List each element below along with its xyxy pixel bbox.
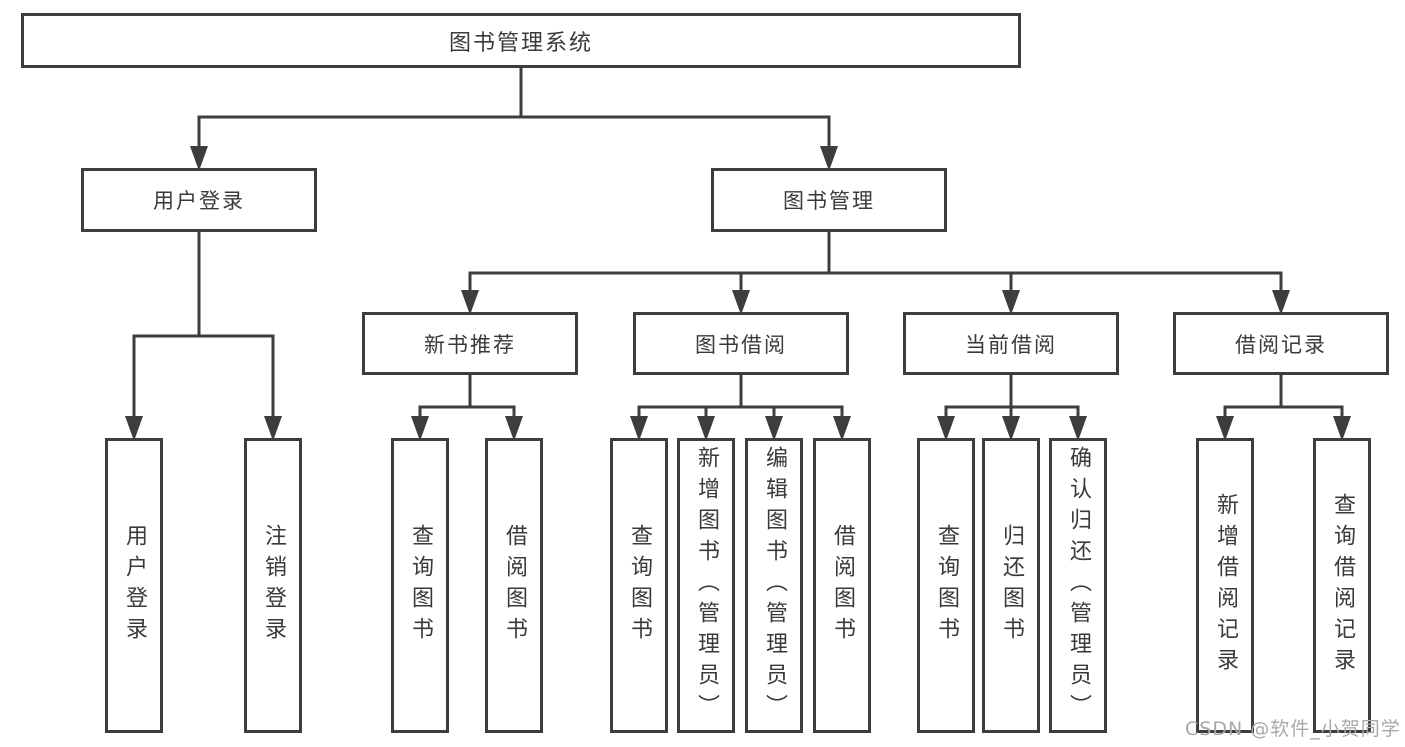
leaf-edit-books-admin: 编辑图书（管理员） (745, 438, 803, 733)
leaf-borrow-books-recommend: 借阅图书 (485, 438, 543, 733)
node-new-book-recommend: 新书推荐 (362, 312, 578, 375)
leaf-query-books-borrow: 查询图书 (610, 438, 668, 733)
node-user-login: 用户登录 (81, 168, 317, 232)
leaf-add-borrow-record: 新增借阅记录 (1196, 438, 1254, 733)
leaf-borrow-books-label: 借阅图书 (830, 523, 855, 648)
leaf-logout-label: 注销登录 (261, 523, 286, 648)
leaf-query-books-recommend: 查询图书 (391, 438, 449, 733)
node-root: 图书管理系统 (21, 13, 1021, 68)
node-current-borrow: 当前借阅 (903, 312, 1119, 375)
leaf-confirm-return-admin-label: 确认归还（管理员） (1066, 446, 1091, 725)
leaf-borrow-books: 借阅图书 (813, 438, 871, 733)
node-book-management-label: 图书管理 (783, 189, 875, 213)
node-borrow-records: 借阅记录 (1173, 312, 1389, 375)
leaf-logout: 注销登录 (244, 438, 302, 733)
node-borrow-records-label: 借阅记录 (1235, 332, 1327, 357)
arrowhead-icons (125, 146, 1351, 441)
leaf-user-login: 用户登录 (105, 438, 163, 733)
leaf-add-books-admin-label: 新增图书（管理员） (694, 446, 719, 725)
node-book-borrow-label: 图书借阅 (695, 332, 787, 357)
node-book-borrow: 图书借阅 (633, 312, 849, 375)
leaf-query-books-current-label: 查询图书 (934, 523, 959, 648)
leaf-query-books-current: 查询图书 (917, 438, 975, 733)
node-book-management: 图书管理 (711, 168, 947, 232)
leaf-borrow-books-recommend-label: 借阅图书 (502, 523, 527, 648)
leaf-return-books-label: 归还图书 (999, 523, 1024, 648)
leaf-user-login-label: 用户登录 (122, 523, 147, 648)
leaf-query-borrow-record-label: 查询借阅记录 (1330, 492, 1355, 679)
leaf-add-books-admin: 新增图书（管理员） (677, 438, 735, 733)
node-current-borrow-label: 当前借阅 (965, 332, 1057, 357)
leaf-add-borrow-record-label: 新增借阅记录 (1213, 492, 1238, 679)
leaf-query-borrow-record: 查询借阅记录 (1313, 438, 1371, 733)
node-new-book-recommend-label: 新书推荐 (424, 332, 516, 357)
leaf-confirm-return-admin: 确认归还（管理员） (1049, 438, 1107, 733)
leaf-edit-books-admin-label: 编辑图书（管理员） (762, 446, 787, 725)
csdn-watermark: CSDN @软件_小贺同学 (1185, 718, 1401, 740)
leaf-query-books-recommend-label: 查询图书 (408, 523, 433, 648)
leaf-query-books-borrow-label: 查询图书 (627, 523, 652, 648)
node-user-login-label: 用户登录 (153, 189, 245, 213)
node-root-label: 图书管理系统 (448, 30, 593, 56)
leaf-return-books: 归还图书 (982, 438, 1040, 733)
